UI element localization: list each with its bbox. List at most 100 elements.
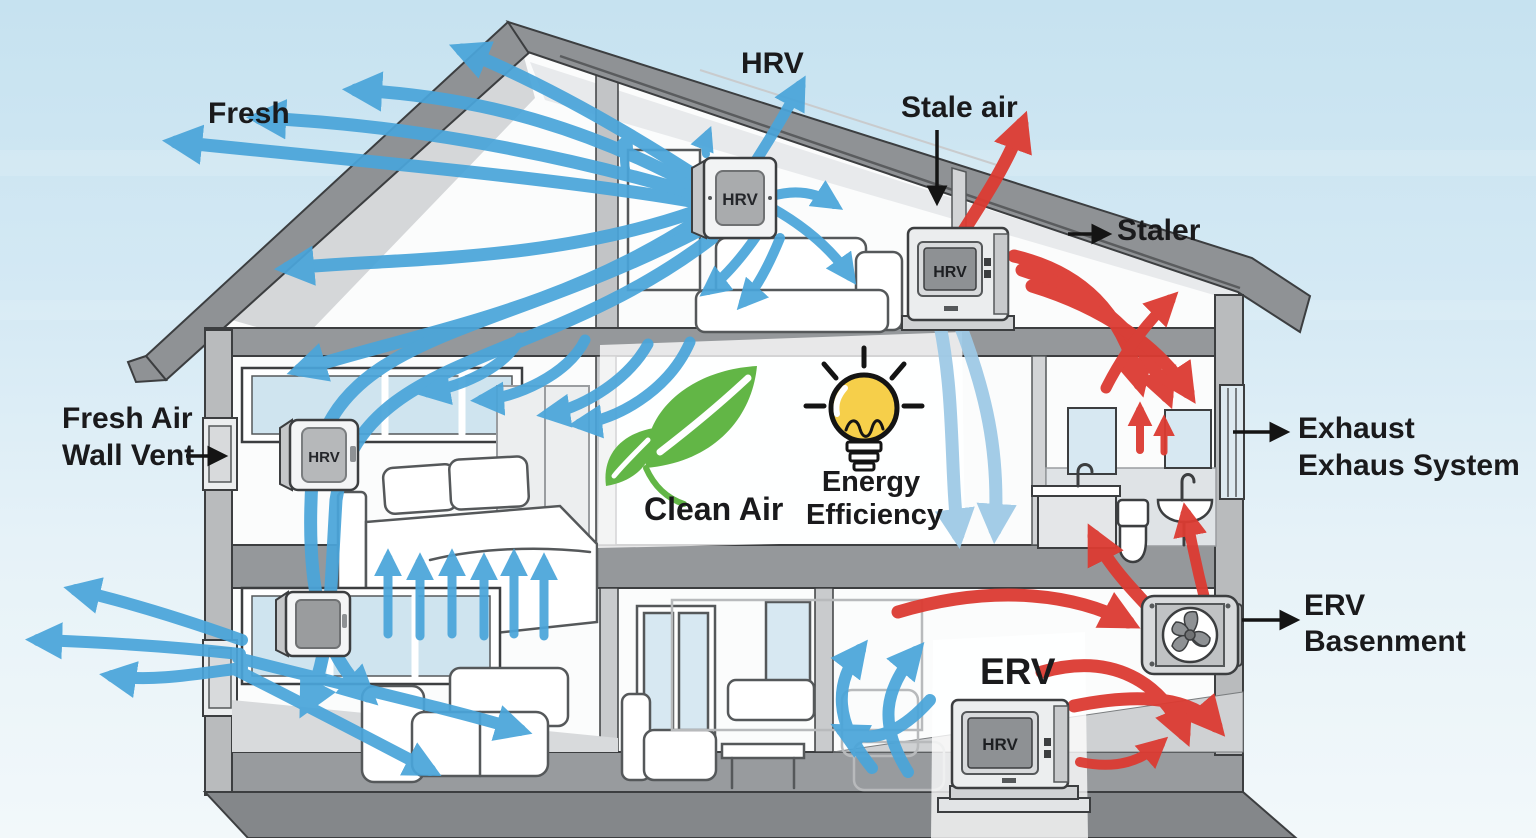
fresh-air-arrow (568, 336, 696, 439)
living-console-unit-label: HRV (982, 735, 1018, 754)
fresh-air-arrow (341, 71, 705, 195)
fresh-air-arrow (230, 664, 442, 777)
knob (1044, 750, 1051, 758)
living-room-furniture (620, 600, 816, 790)
fresh-air-arrow (690, 125, 714, 158)
bathroom-mirror (1164, 409, 1212, 469)
stale-air-arrow (1100, 291, 1179, 394)
latch (342, 614, 347, 628)
roof-right (505, 20, 1312, 334)
toilet-tank (1116, 498, 1150, 528)
vanity-cabinet (1037, 495, 1117, 549)
stale-air-flows (891, 110, 1226, 770)
label-clean-air: Clean Air (644, 491, 784, 527)
attic-wall-hrv-unit: HRV (691, 156, 778, 240)
label-fresh-air-wall-vent-line2: Wall Vent (62, 439, 195, 472)
basement-partition-right (814, 587, 834, 753)
fan-hub (1184, 629, 1196, 641)
armchair-seat (642, 728, 718, 782)
fresh-air-arrow (536, 338, 654, 428)
base-slab-face (202, 791, 1298, 838)
roof-left-gutter (126, 354, 169, 384)
knob (984, 258, 991, 266)
exhaust-stack-window (1219, 384, 1245, 500)
sink-faucet (1180, 473, 1196, 502)
fresh-air-arrow-faded (953, 318, 1017, 545)
fresh-air-arrow (448, 41, 709, 187)
sofa-back (726, 678, 816, 722)
bulb-rays (803, 345, 925, 409)
label-fresh-air-wall-vent: Fresh Air Wall Vent (62, 400, 194, 474)
bedroom-wall-unit-label: HRV (308, 449, 339, 466)
screw (1225, 603, 1231, 609)
fresh-air-arrow-faded (933, 318, 975, 549)
fresh-air-arrow (470, 334, 591, 416)
bedroom-wall-hrv-unit: HRV (279, 418, 360, 492)
fresh-air-arrow (608, 129, 634, 177)
label-staler: Staler (1117, 214, 1201, 247)
label-energy-line2: Efficiency (806, 499, 943, 531)
left-wall (204, 329, 233, 793)
bathroom-mirror (1067, 407, 1117, 475)
toilet (1118, 524, 1148, 564)
stale-air-arrow (1035, 659, 1193, 747)
attic-console-hrv-unit: HRV (901, 226, 1015, 331)
fresh-air-arrow (767, 180, 844, 210)
faucet (1076, 463, 1094, 488)
basement-sofa (360, 666, 570, 784)
label-erv-right-line2: Basenment (1304, 625, 1466, 658)
fresh-air-arrow (830, 694, 936, 758)
screw (1149, 603, 1155, 609)
label-exhaust-line2: Exhaus System (1298, 449, 1520, 482)
label-stale-air: Stale air (901, 91, 1018, 124)
attic-couch (694, 236, 904, 334)
right-wall (1214, 294, 1244, 756)
label-erv-room: ERV (980, 651, 1056, 692)
right-eave-underside (530, 62, 1238, 302)
stale-air-arrow (1025, 279, 1196, 404)
label-fresh: Fresh (208, 97, 290, 130)
leaf-icon (605, 366, 757, 507)
knob (1044, 738, 1051, 746)
fresh-air-arrow (63, 577, 248, 646)
living-console-hrv-unit: HRV (937, 698, 1091, 813)
vanity-counter (1031, 485, 1121, 497)
label-exhaust-system: Exhaust Exhaus System (1298, 410, 1520, 484)
roof-plank-line (699, 69, 1001, 167)
annotation-arrows (186, 130, 1301, 631)
label-erv-right-line1: ERV (1304, 589, 1366, 622)
label-exhaust-line1: Exhaust (1298, 412, 1415, 445)
fresh-air-arrow (882, 642, 925, 778)
screw (708, 196, 712, 200)
knob (984, 270, 991, 278)
exhaust-fan-unit (1140, 594, 1243, 676)
basement-wall-unit (275, 590, 352, 658)
fresh-air-arrow (99, 661, 248, 698)
latch (350, 446, 356, 462)
fresh-air-arrow (416, 332, 526, 405)
roof-fascia-line (559, 54, 1241, 290)
stale-air-arrow (1067, 692, 1226, 737)
fresh-air-arrow (24, 622, 246, 660)
screw (1149, 661, 1155, 667)
lightbulb-icon (803, 345, 925, 472)
fresh-air-arrow (767, 203, 857, 285)
fresh-air-arrow (736, 233, 785, 311)
coffee-table-top (720, 742, 806, 760)
fresh-air-wall-vent-inner (208, 425, 232, 483)
fresh-air-arrow (245, 99, 703, 201)
label-fresh-air-wall-vent-line1: Fresh Air (62, 402, 193, 435)
fresh-air-arrow (273, 205, 701, 286)
label-hrv-top: HRV (741, 47, 804, 80)
basement-partition-left (599, 587, 619, 753)
stale-air-arrow (1075, 736, 1169, 770)
fresh-air-arrow (161, 124, 703, 209)
label-energy-line1: Energy (821, 466, 921, 498)
label-energy-efficiency: Energy Efficiency (806, 466, 943, 532)
attic-console-unit-label: HRV (933, 264, 967, 281)
small-window (764, 600, 812, 684)
stale-air-arrow (891, 588, 1141, 629)
label-erv-basement: ERV Basenment (1304, 588, 1466, 660)
